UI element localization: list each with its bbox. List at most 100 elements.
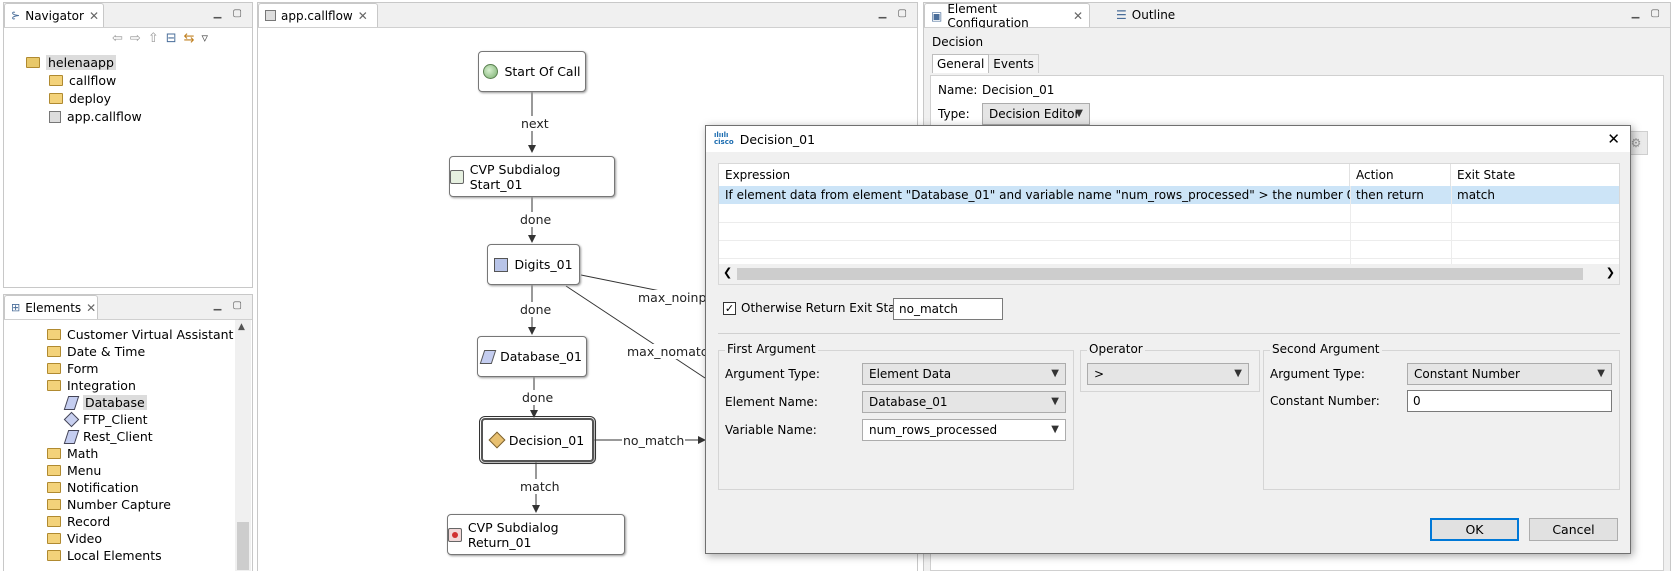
elements-item[interactable]: Database	[63, 394, 147, 411]
navigator-item-app-callflow[interactable]: app.callflow	[49, 108, 142, 125]
elements-item-label: FTP_Client	[83, 412, 148, 427]
navigator-item-label: callflow	[69, 73, 117, 88]
tab-navigator[interactable]: ⊱ Navigator ✕	[4, 3, 104, 27]
scrollbar-thumb[interactable]	[237, 522, 249, 570]
variable-name-label: Variable Name:	[725, 423, 817, 437]
close-icon[interactable]: ✕	[88, 8, 99, 23]
folder-icon	[47, 329, 61, 340]
tab-elements-label: Elements	[25, 300, 82, 315]
navigator-item-deploy[interactable]: deploy	[49, 90, 111, 107]
type-label: Type:	[938, 107, 970, 121]
view-menu-icon[interactable]: ▿	[201, 31, 216, 46]
node-decision[interactable]: Decision_01	[479, 416, 596, 464]
first-arg-type-select[interactable]: Element Data ▼	[862, 363, 1066, 385]
variable-name-combo[interactable]: num_rows_processed ▼	[862, 419, 1066, 441]
elements-scrollbar[interactable]: ▲	[235, 320, 251, 571]
scroll-left-icon[interactable]: ❮	[723, 266, 733, 279]
column-header-action[interactable]: Action	[1350, 164, 1451, 186]
type-select[interactable]: Decision Editor ▼	[982, 103, 1090, 125]
folder-icon	[47, 465, 61, 476]
close-icon[interactable]: ✕	[86, 300, 97, 315]
close-icon[interactable]: ✕	[1072, 8, 1083, 23]
elements-item[interactable]: Math	[47, 445, 98, 462]
elements-item[interactable]: Rest_Client	[63, 428, 153, 445]
collapse-all-icon[interactable]: ⊟	[165, 31, 184, 46]
folder-icon	[47, 363, 61, 374]
tab-outline[interactable]: ☰ Outline	[1110, 3, 1190, 27]
close-icon[interactable]: ✕	[357, 8, 368, 23]
minimize-maximize-icons[interactable]: ▁ ▢	[878, 8, 911, 19]
node-start-of-call[interactable]: Start Of Call	[478, 51, 586, 92]
elements-item[interactable]: FTP_Client	[63, 411, 148, 428]
elements-item[interactable]: Menu	[47, 462, 101, 479]
elements-item[interactable]: Notification	[47, 479, 139, 496]
tab-elements[interactable]: ⊞ Elements ✕	[4, 295, 98, 319]
node-label: CVP Subdialog Start_01	[469, 161, 561, 192]
link-editor-icon[interactable]: ⇆	[183, 31, 202, 46]
column-header-expression[interactable]: Expression	[719, 164, 1350, 186]
tab-general[interactable]: General	[932, 54, 990, 73]
scroll-up-icon[interactable]: ▲	[238, 322, 245, 332]
elements-item[interactable]: Form	[47, 360, 99, 377]
row-divider	[719, 258, 1619, 259]
elements-item-label: Menu	[67, 463, 102, 478]
navigator-item-helenaapp[interactable]: helenaapp	[26, 54, 116, 71]
navigator-item-callflow[interactable]: callflow	[49, 72, 116, 89]
row-divider	[719, 222, 1619, 223]
tab-config-label: Element Configuration	[947, 1, 1029, 30]
minimize-maximize-icons[interactable]: ▁ ▢	[213, 8, 246, 19]
edge-label-done: done	[519, 212, 553, 227]
table-row[interactable]: If element data from element "Database_0…	[719, 186, 1619, 204]
tab-events[interactable]: Events	[989, 54, 1039, 73]
tab-element-configuration[interactable]: ▣ Element Configuration ✕	[924, 1, 1090, 30]
elements-item[interactable]: Number Capture	[47, 496, 171, 513]
first-arg-type-value: Element Data	[869, 367, 952, 381]
minimize-maximize-icons[interactable]: ▁ ▢	[213, 300, 246, 311]
second-arg-type-label: Argument Type:	[1270, 367, 1365, 381]
elements-item-label: Database	[83, 395, 147, 410]
minimize-maximize-icons[interactable]: ▁ ▢	[1631, 8, 1664, 19]
element-name-select[interactable]: Database_01 ▼	[862, 391, 1066, 413]
start-icon	[483, 64, 499, 79]
edge-label-match: match	[519, 479, 561, 494]
elements-item[interactable]: Customer Virtual Assistant	[47, 326, 233, 343]
node-digits[interactable]: Digits_01	[487, 244, 580, 285]
cancel-button[interactable]: Cancel	[1529, 518, 1618, 541]
column-divider	[1350, 186, 1351, 264]
element-name-label: Element Name:	[725, 395, 818, 409]
edge-label-done: done	[521, 390, 555, 405]
close-icon[interactable]: ✕	[1607, 130, 1620, 148]
operator-select[interactable]: > ▼	[1087, 363, 1249, 385]
constant-number-input[interactable]: 0	[1407, 390, 1612, 412]
scroll-right-icon[interactable]: ❯	[1605, 266, 1615, 279]
node-cvp-subdialog-return[interactable]: CVP Subdialog Return_01	[447, 514, 625, 555]
chevron-down-icon: ▼	[1051, 396, 1059, 407]
editor-tabbar: app.callflow ✕ ▁ ▢	[258, 3, 917, 28]
chevron-down-icon: ▼	[1051, 424, 1059, 435]
back-icon[interactable]: ⇦	[112, 31, 130, 46]
second-arg-type-select[interactable]: Constant Number ▼	[1407, 363, 1612, 385]
column-header-exit-state[interactable]: Exit State	[1457, 168, 1516, 182]
tab-app-callflow[interactable]: app.callflow ✕	[258, 3, 378, 27]
edge-label-next: next	[520, 116, 550, 131]
scrollbar-thumb[interactable]	[737, 268, 1583, 280]
otherwise-checkbox[interactable]: ✓	[723, 302, 736, 315]
horizontal-scrollbar[interactable]: ❮ ❯	[719, 264, 1619, 284]
ok-button[interactable]: OK	[1430, 518, 1519, 541]
folder-icon	[47, 550, 61, 561]
up-icon[interactable]: ⇧	[147, 31, 166, 46]
node-database[interactable]: Database_01	[477, 336, 587, 377]
elements-item[interactable]: Record	[47, 513, 110, 530]
node-label: Database_01	[500, 349, 582, 364]
name-label: Name:	[938, 83, 978, 97]
elements-item[interactable]: Local Elements	[47, 547, 162, 564]
otherwise-exit-state-input[interactable]: no_match	[893, 298, 1003, 320]
forward-icon[interactable]: ⇨	[129, 31, 148, 46]
elements-item[interactable]: Integration	[47, 377, 136, 394]
elements-item[interactable]: Video	[47, 530, 102, 547]
elements-item[interactable]: Date & Time	[47, 343, 145, 360]
node-cvp-subdialog-start[interactable]: CVP Subdialog Start_01	[449, 156, 615, 197]
elements-item-label: Number Capture	[67, 497, 171, 512]
node-label: Decision_01	[508, 432, 585, 448]
